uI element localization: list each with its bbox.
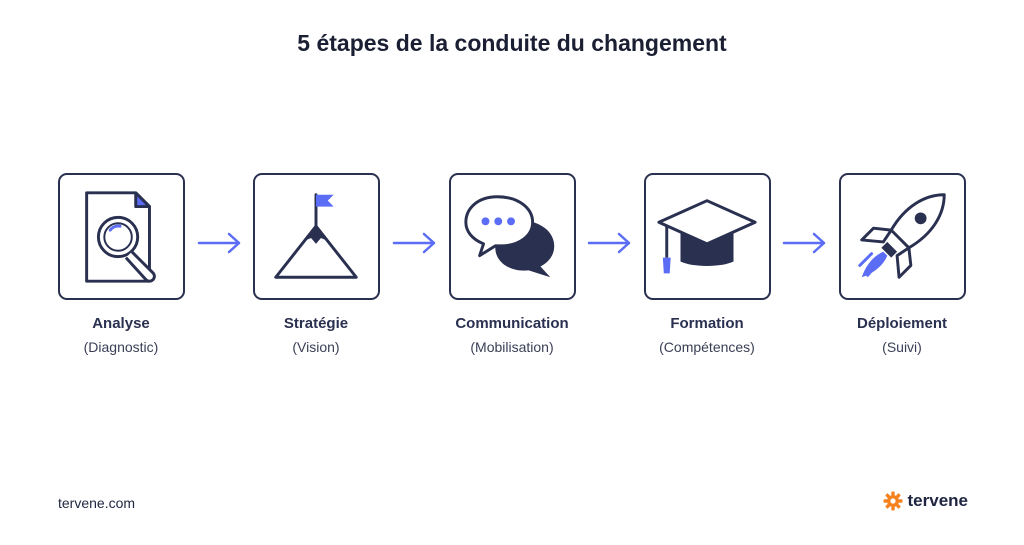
step-strategie: Stratégie (Vision) bbox=[216, 173, 416, 355]
step-deploiement: Déploiement (Suivi) bbox=[802, 173, 1002, 355]
step-icon-box bbox=[643, 173, 771, 300]
step-sublabel: (Compétences) bbox=[659, 339, 755, 355]
brand-name: tervene bbox=[907, 491, 968, 510]
rocket-icon bbox=[858, 192, 946, 279]
step-sublabel: (Mobilisation) bbox=[470, 339, 554, 355]
step-label: Analyse bbox=[92, 315, 150, 332]
step-analyse: Analyse (Diagnostic) bbox=[21, 173, 221, 355]
step-icon-box bbox=[838, 173, 966, 300]
magnifier-document-icon bbox=[85, 190, 156, 283]
arrow-right-icon bbox=[197, 232, 241, 254]
step-label: Formation bbox=[670, 315, 744, 332]
arrow-right-icon bbox=[782, 232, 826, 254]
step-label: Communication bbox=[455, 315, 569, 332]
step-label: Déploiement bbox=[856, 315, 947, 332]
footer-url: tervene.com bbox=[58, 495, 136, 511]
step-icon-box bbox=[57, 173, 185, 300]
step-sublabel: (Vision) bbox=[292, 339, 340, 355]
brand-logo: tervene bbox=[883, 491, 968, 511]
page-title: 5 étapes de la conduite du changement bbox=[297, 30, 727, 56]
gear-icon bbox=[883, 491, 903, 511]
step-sublabel: (Diagnostic) bbox=[83, 339, 159, 355]
speech-bubbles-icon bbox=[464, 194, 555, 277]
mountain-flag-icon bbox=[274, 192, 358, 279]
step-communication: Communication (Mobilisation) bbox=[412, 173, 612, 355]
step-icon-box bbox=[448, 173, 576, 300]
arrow-right-icon bbox=[392, 232, 436, 254]
step-formation: Formation (Compétences) bbox=[607, 173, 807, 355]
step-label: Stratégie bbox=[283, 315, 349, 332]
step-icon-box bbox=[252, 173, 380, 300]
step-sublabel: (Suivi) bbox=[882, 339, 922, 355]
graduation-cap-icon bbox=[657, 198, 757, 273]
arrow-right-icon bbox=[587, 232, 631, 254]
